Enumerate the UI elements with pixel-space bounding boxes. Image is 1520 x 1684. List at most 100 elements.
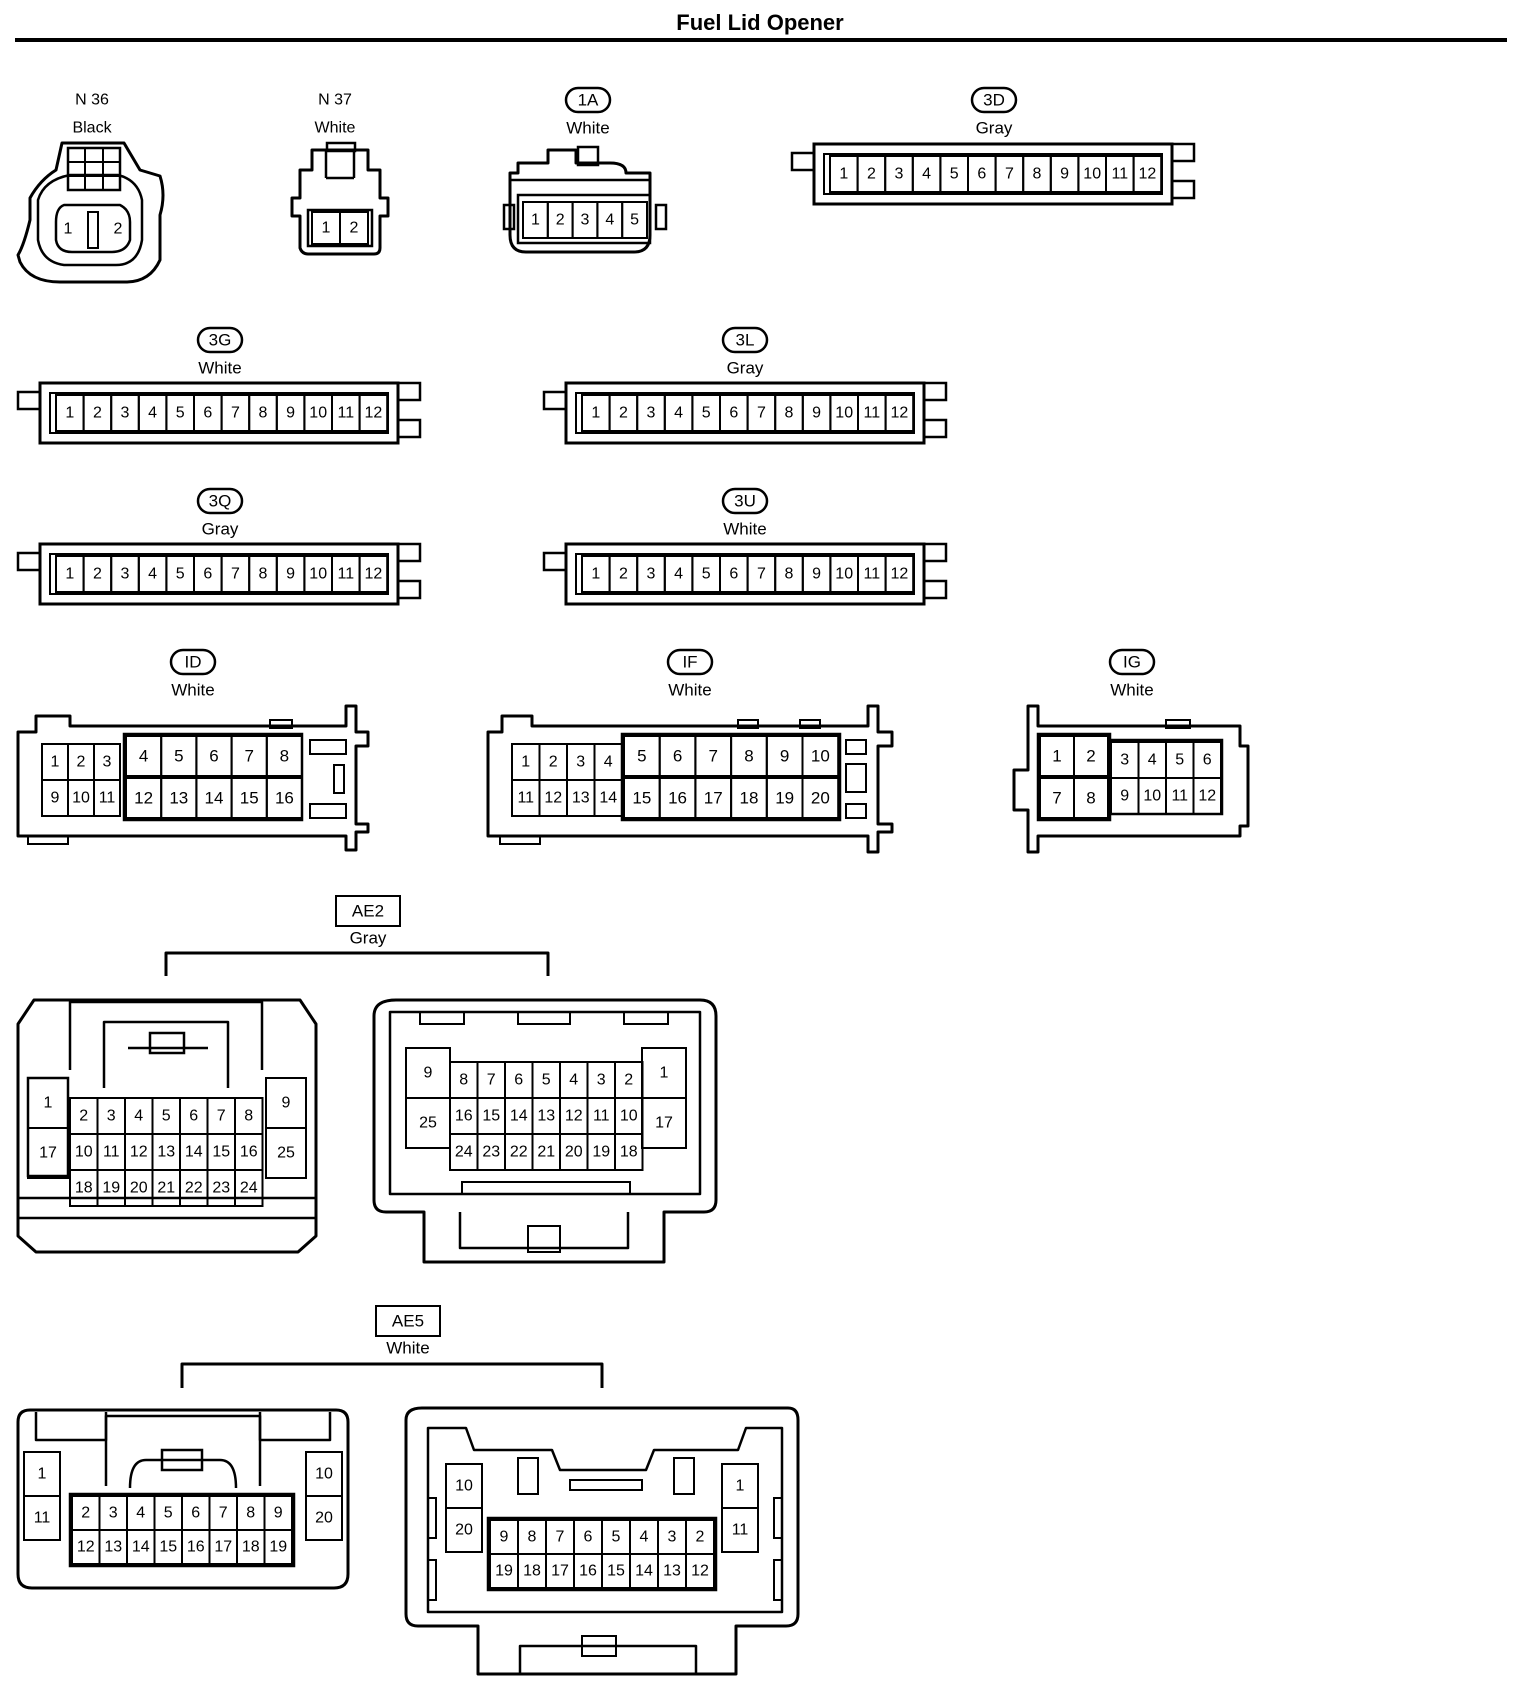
- housing-inner: [388, 1010, 702, 1196]
- pin-number: 10: [72, 790, 90, 807]
- pin-cell: 4: [559, 1061, 589, 1099]
- pin-cell: 8: [248, 394, 278, 432]
- pin-cell: 11: [331, 555, 361, 593]
- connector-id: 3L: [736, 331, 755, 350]
- pin-number: 4: [136, 1505, 145, 1522]
- pin-number: 9: [1060, 166, 1069, 183]
- connector-color: White: [566, 119, 609, 138]
- end-tab: [16, 551, 42, 572]
- pin-number: 14: [635, 1563, 653, 1580]
- connector-color: Gray: [202, 520, 239, 539]
- pin-cell: 14: [126, 1529, 156, 1565]
- pin-number: 5: [176, 405, 185, 422]
- pin-number: 12: [891, 405, 909, 422]
- pin-number: 15: [632, 789, 651, 808]
- pin-number: 18: [75, 1180, 93, 1197]
- pin-number: 5: [630, 212, 639, 229]
- pin-cell: 5: [151, 1097, 181, 1135]
- pin-cell: 5: [623, 735, 661, 777]
- pin-number: 20: [565, 1144, 583, 1161]
- pin-number: 4: [605, 212, 614, 229]
- pin-number: 17: [39, 1145, 57, 1162]
- pin-cell-outline: [1073, 777, 1109, 819]
- pin-number: 5: [702, 405, 711, 422]
- latch: [160, 1448, 204, 1472]
- pin-number: 18: [739, 789, 758, 808]
- pin-number: 16: [668, 789, 687, 808]
- pin-cell: 12: [1192, 777, 1222, 815]
- pin-cell: 6: [719, 394, 749, 432]
- pin-cell: 1: [55, 555, 85, 593]
- pin-cell: 12: [125, 777, 163, 819]
- pin-cell: 10: [69, 1133, 99, 1171]
- pin-cell: 1: [721, 1463, 759, 1509]
- pin-cell: 16: [658, 777, 697, 819]
- pin-cell: 11: [511, 779, 541, 817]
- pin-number: 10: [1143, 788, 1161, 805]
- connector-id-badge: [196, 487, 244, 515]
- pin-cell: 5: [601, 1519, 631, 1555]
- pin-number: 15: [240, 789, 259, 808]
- connector-color: Gray: [350, 929, 387, 948]
- pin-cell: 9: [801, 394, 832, 432]
- pin-cell: 5: [621, 201, 649, 239]
- pin-cell: 3: [586, 1061, 616, 1099]
- pin-cell: 13: [531, 1097, 561, 1135]
- pin-cell: 4: [663, 555, 694, 593]
- pin-number: 18: [523, 1563, 541, 1580]
- pin-cell: 23: [206, 1169, 236, 1207]
- pin-cell: 6: [967, 155, 997, 193]
- pin-cell: 3: [93, 743, 121, 781]
- pin-number: 2: [350, 220, 359, 237]
- pin-cell: 16: [234, 1133, 264, 1171]
- pin-cell: 6: [719, 555, 749, 593]
- end-tab: [1170, 179, 1196, 200]
- pin-cell: 12: [71, 1529, 101, 1565]
- pin-number: 4: [604, 754, 613, 771]
- pin-cell: 17: [641, 1097, 687, 1149]
- pin-number: 7: [1052, 789, 1061, 808]
- pin-cell: 13: [566, 779, 596, 817]
- pin-number: 8: [244, 1108, 253, 1125]
- pin-cell: 1: [23, 1451, 61, 1497]
- pin-number: 1: [322, 220, 331, 237]
- pin-cell-outline: [358, 394, 389, 432]
- pin-number: 9: [1120, 788, 1129, 805]
- connector-id: ID: [185, 653, 202, 672]
- pin-number: 5: [637, 747, 646, 766]
- pin-cell: 18: [517, 1553, 547, 1589]
- view-bracket: [164, 951, 550, 976]
- connector-id-badge: [196, 326, 244, 354]
- pin-cell: 8: [517, 1519, 547, 1555]
- pin-number: 9: [286, 566, 295, 583]
- pin-number: 11: [99, 790, 116, 807]
- side-slot: [773, 1497, 783, 1539]
- pin-cell: 5: [160, 735, 198, 777]
- pin-number: 11: [517, 790, 534, 807]
- pin-cell: 3: [636, 394, 666, 432]
- pin-number: 16: [455, 1108, 473, 1125]
- end-tab: [396, 579, 422, 600]
- housing-line: [34, 1412, 108, 1442]
- housing-line: [458, 1212, 630, 1250]
- pin-number: 12: [1198, 788, 1216, 805]
- pin-number: 4: [569, 1072, 578, 1089]
- housing-outline: [564, 381, 926, 445]
- top-tab: [517, 1011, 571, 1025]
- pin-cell: 4: [593, 743, 623, 781]
- pin-number: 4: [640, 1529, 649, 1546]
- pin-number: 2: [867, 166, 876, 183]
- pin-number: 1: [660, 1065, 669, 1082]
- pin-cell: 1: [641, 1047, 687, 1099]
- pin-cell: 7: [220, 555, 251, 593]
- pin-number: 7: [244, 747, 253, 766]
- pin-cell: 2: [538, 743, 568, 781]
- end-tab: [922, 381, 948, 402]
